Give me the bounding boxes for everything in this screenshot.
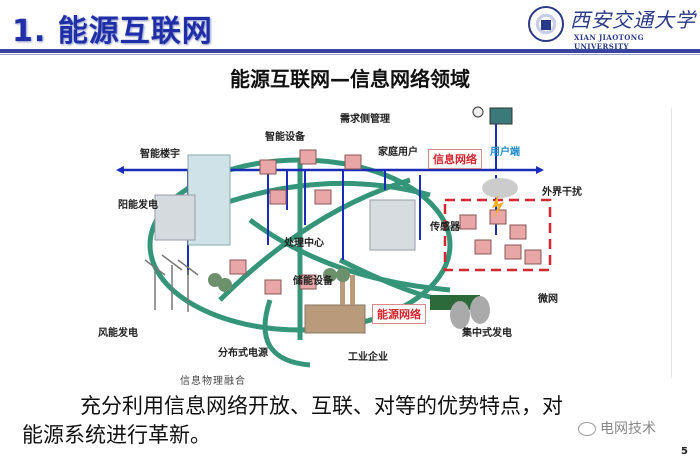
label-wind: 风能发电 — [98, 328, 138, 339]
label-demand-side: 需求侧管理 — [340, 114, 390, 125]
energy-internet-diagram: 智能楼宇 智能设备 需求侧管理 家庭用户 信息网络 用户端 外界干扰 阳能发电 … — [98, 100, 620, 385]
label-home-user: 家庭用户 — [378, 147, 418, 158]
label-distributed-power: 分布式电源 — [218, 348, 268, 359]
energy-network-label: 能源网络 — [372, 304, 426, 324]
label-processing-center: 处理中心 — [284, 238, 324, 249]
label-solar: 阳能发电 — [118, 200, 158, 211]
label-external-disturbance: 外界干扰 — [542, 187, 582, 198]
body-line-2: 能源系统进行革新。 — [22, 423, 211, 447]
slide-subtitle: 能源互联网—信息网络领域 — [230, 67, 470, 91]
label-smart-device: 智能设备 — [265, 132, 305, 143]
watermark: 电网技术 — [578, 418, 656, 438]
wechat-icon — [578, 422, 596, 436]
info-network-label: 信息网络 — [428, 149, 482, 169]
network-graphic — [116, 106, 552, 368]
watermark-text: 电网技术 — [600, 421, 656, 437]
label-microgrid: 微网 — [538, 294, 558, 305]
logo-chinese-name: 西安交通大学 — [570, 8, 696, 32]
tower-building-icon — [154, 154, 231, 246]
label-user-terminal: 用户端 — [490, 147, 520, 158]
divider-line — [671, 108, 672, 378]
label-industrial: 工业企业 — [348, 352, 388, 363]
body-text: 充分利用信息网络开放、互联、对等的优势特点，对 能源系统进行革新。 — [22, 392, 662, 450]
slide-title: 1. 能源互联网 — [12, 14, 213, 49]
label-centralized-generation: 集中式发电 — [462, 328, 512, 339]
label-sensor: 传感器 — [430, 222, 460, 233]
label-storage: 储能设备 — [293, 276, 333, 287]
title-rule — [0, 49, 700, 53]
label-smart-building: 智能楼宇 — [140, 149, 180, 160]
logo-english-name: XIAN JIAOTONG UNIVERSITY — [574, 33, 644, 51]
body-line-1: 充分利用信息网络开放、互联、对等的优势特点，对 — [80, 394, 563, 418]
university-logo: 西安交通大学 XIAN JIAOTONG UNIVERSITY — [528, 4, 698, 51]
university-seal-icon — [528, 6, 564, 42]
diagram-caption: 信息物理融合 — [180, 376, 246, 387]
page-number: 5 — [681, 446, 688, 457]
title-rule-thin — [0, 54, 700, 55]
